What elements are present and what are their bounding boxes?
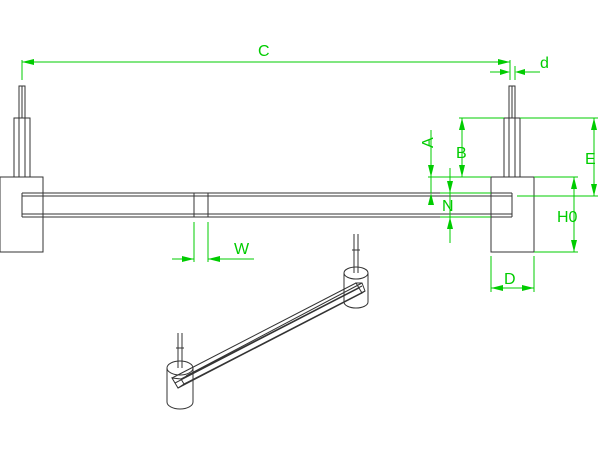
dimension-e — [517, 117, 598, 197]
dimension-label-e: E — [585, 151, 596, 168]
left-post — [13, 85, 31, 178]
dimension-label-n: N — [442, 198, 454, 215]
dimension-h0 — [534, 176, 578, 253]
dimension-d — [490, 66, 540, 80]
dimension-label-d-width: D — [504, 271, 516, 288]
dimension-label-h0: H0 — [557, 209, 578, 226]
dimension-c — [21, 59, 511, 80]
iso-left-cylinder — [166, 360, 194, 410]
isometric-view — [166, 234, 369, 410]
dimension-label-c: C — [258, 43, 270, 60]
dimension-n — [440, 168, 491, 243]
front-elevation — [0, 85, 535, 253]
iso-beam — [171, 282, 366, 389]
iso-right-post — [352, 234, 360, 273]
dimension-label-a: A — [420, 137, 437, 148]
iso-right-cylinder — [343, 266, 369, 309]
dimensions: C d E B — [21, 43, 598, 292]
dimension-b — [459, 117, 504, 177]
right-post — [503, 85, 521, 178]
dimension-w — [172, 222, 254, 262]
dimension-a — [428, 130, 491, 205]
dimension-d-width — [490, 256, 535, 292]
iso-left-post — [176, 333, 184, 368]
dimension-label-w: W — [234, 241, 250, 258]
dimension-label-d: d — [540, 55, 549, 72]
main-beam — [21, 192, 513, 218]
dimension-label-b: B — [456, 145, 467, 162]
